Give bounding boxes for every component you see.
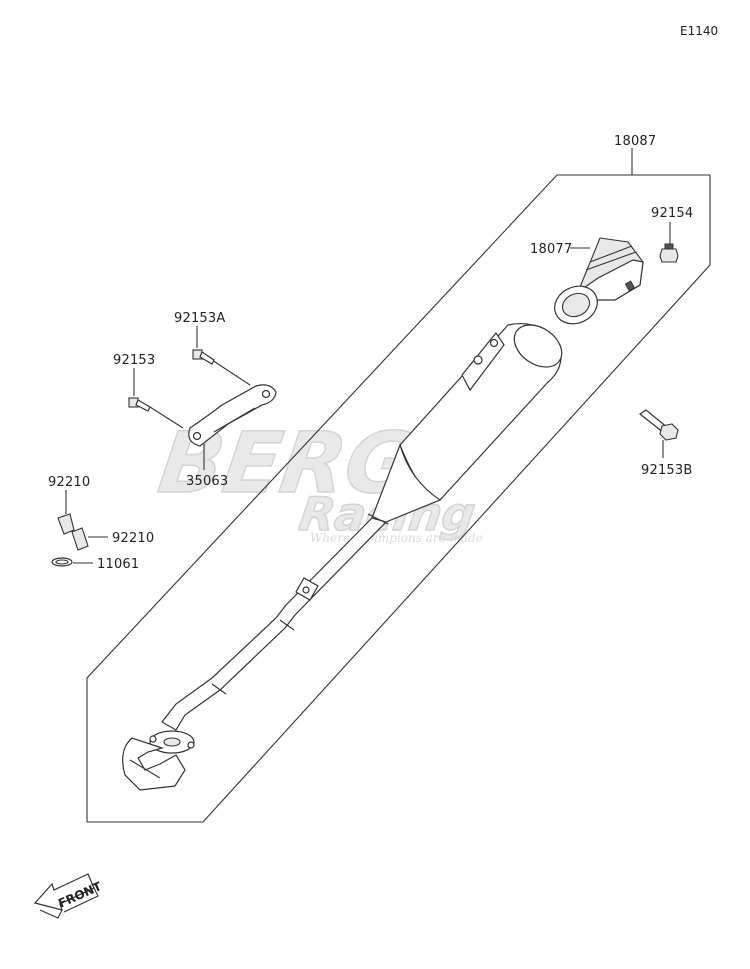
part-92210-cap-b: [71, 527, 108, 551]
part-label-92210-b: 92210: [112, 531, 154, 546]
part-18077-end-cap: [554, 237, 644, 325]
part-label-92210-a: 92210: [48, 475, 90, 490]
part-label-18077: 18077: [530, 242, 572, 257]
part-label-11061: 11061: [97, 557, 139, 572]
exhaust-pipe: [122, 513, 389, 791]
assembly-outline-18087: [86, 174, 711, 823]
muffler-body: [371, 323, 563, 523]
part-label-92153: 92153: [113, 353, 155, 368]
part-label-92154: 92154: [651, 206, 693, 221]
part-label-18087: 18087: [614, 134, 656, 149]
part-92210-cap-a: [57, 490, 75, 535]
part-11061-gasket: [51, 557, 93, 567]
part-label-92153A: 92153A: [174, 311, 225, 326]
front-direction-arrow: FRONT: [33, 873, 105, 919]
part-label-35063: 35063: [186, 474, 228, 489]
part-92153-bolt: [128, 368, 184, 429]
part-92153B-bolt: [638, 409, 679, 458]
part-label-92153B: 92153B: [641, 463, 692, 478]
diagram-code: E1140: [680, 24, 718, 38]
part-92154-bolt: [659, 222, 679, 263]
part-35063-bracket: [188, 384, 277, 470]
part-92153A-bolt: [192, 326, 251, 386]
